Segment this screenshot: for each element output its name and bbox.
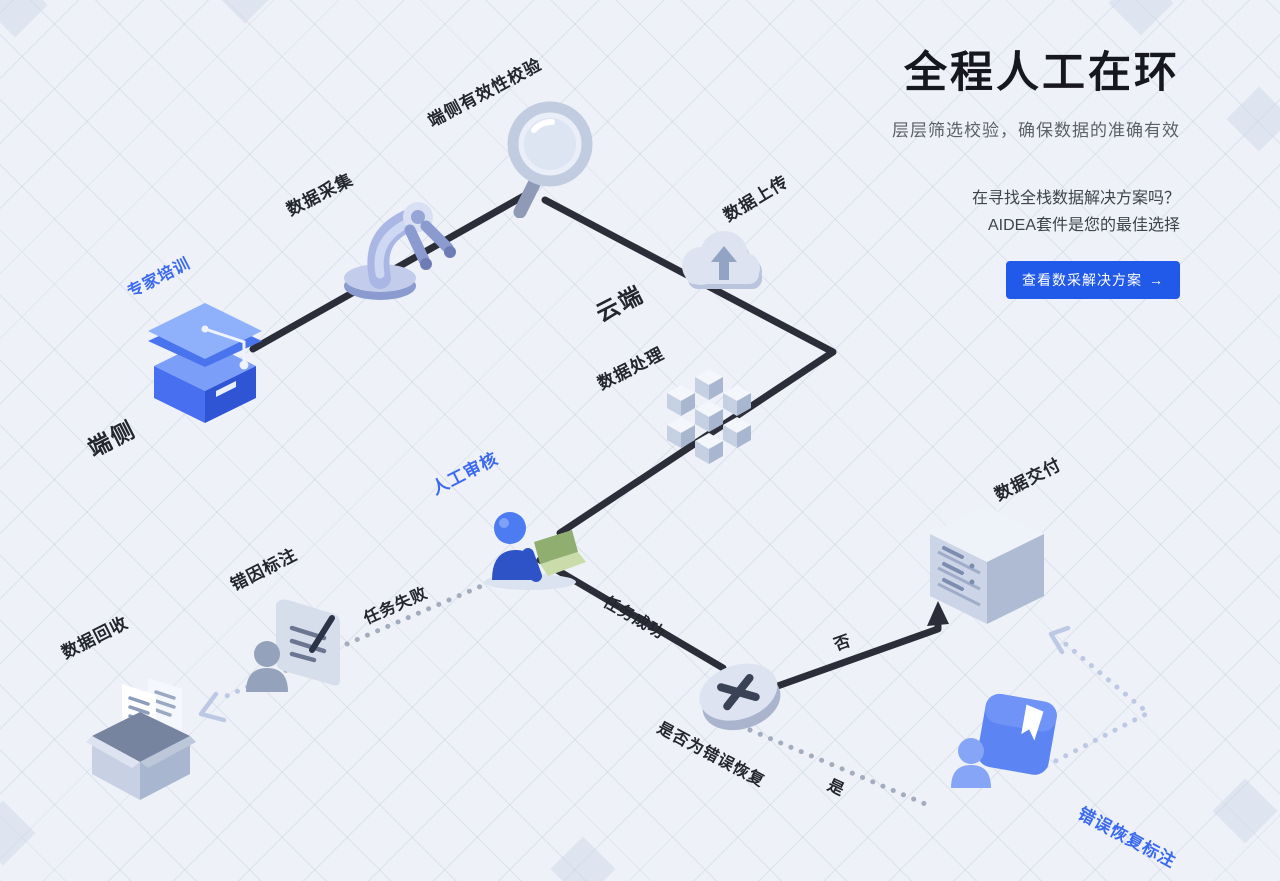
- cta-label: 查看数采解决方案: [1022, 272, 1142, 289]
- arrowhead-to-server: [1048, 625, 1071, 655]
- x-node-icon: [692, 642, 787, 747]
- promo-line-2: AIDEA套件是您的最佳选择: [987, 217, 1180, 235]
- robot-arm-icon: [322, 168, 472, 303]
- label-error-cause-annotation: 错因标注: [227, 544, 301, 595]
- label-edge-side: 端侧: [83, 415, 141, 462]
- person-laptop-icon: [470, 492, 590, 592]
- label-task-success: 任务成功: [600, 593, 668, 643]
- grid-tile: [550, 836, 616, 881]
- header-panel: 全程人工在环 层层筛选校验，确保数据的准确有效 在寻找全栈数据解决方案吗？ AI…: [892, 38, 1180, 300]
- magnifier-icon: [490, 98, 600, 218]
- grid-tile: [212, 0, 278, 24]
- page-subtitle: 层层筛选校验，确保数据的准确有效: [892, 121, 1180, 140]
- grid-tile: [1212, 778, 1278, 844]
- cta-button[interactable]: 查看数采解决方案 →: [1006, 261, 1180, 300]
- grid-tile: [1108, 0, 1174, 36]
- label-error-recovery-annotation: 错误恢复标注: [1074, 804, 1180, 872]
- connector-decision-to-delivery: [768, 614, 942, 692]
- server-icon: [922, 496, 1052, 631]
- label-cloud: 云端: [591, 280, 649, 327]
- arrow-right-icon: →: [1149, 272, 1164, 289]
- grid-tile: [1226, 86, 1280, 152]
- arrowhead-to-recycling: [198, 691, 227, 723]
- promo-text: 在寻找全栈数据解决方案吗？ AIDEA套件是您的最佳选择: [892, 185, 1180, 239]
- arrow-up-icon: [711, 246, 737, 280]
- label-branch-no: 否: [831, 632, 854, 655]
- cube-cluster-icon: [652, 365, 767, 475]
- promo-line-1: 在寻找全栈数据解决方案吗？: [971, 190, 1180, 207]
- cloud-upload-icon: [668, 210, 768, 305]
- connector-recovery-to-delivery: [1043, 638, 1153, 769]
- person-book-icon: [945, 685, 1060, 800]
- label-task-failed: 任务失败: [361, 584, 431, 628]
- graduation-cap-icon: [140, 285, 270, 425]
- archive-box-icon: [78, 672, 203, 804]
- page-title: 全程人工在环: [904, 49, 1180, 97]
- label-data-recycling: 数据回收: [58, 612, 132, 663]
- grid-tile: [0, 800, 36, 866]
- grid-tile: [0, 0, 48, 38]
- bookmark-icon: [1021, 704, 1044, 741]
- person-document-icon: [240, 592, 345, 700]
- label-branch-yes: 是: [824, 776, 848, 800]
